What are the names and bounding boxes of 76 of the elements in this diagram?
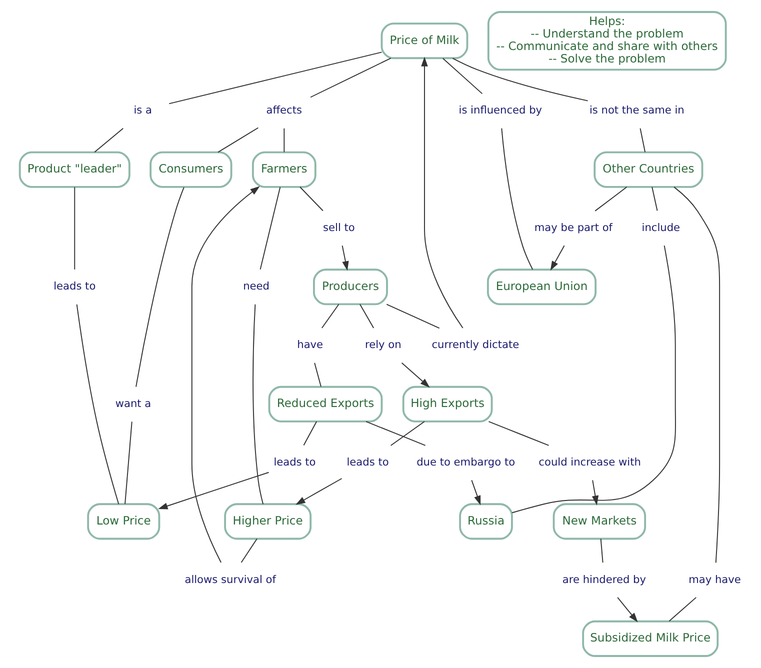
node-text: is a: [133, 104, 152, 117]
node-text: have: [296, 339, 323, 352]
node-text: affects: [266, 104, 302, 117]
node-box: European Union: [486, 268, 596, 306]
arrow: [616, 596, 638, 622]
connector: [442, 58, 482, 94]
connector: [94, 128, 124, 153]
connector: [365, 421, 426, 446]
node-text: leads to: [273, 456, 316, 468]
arrow: [591, 480, 598, 506]
node-text: is influenced by: [458, 104, 542, 117]
connector: [390, 421, 424, 446]
connector: [386, 304, 440, 329]
node-text: rely on: [364, 339, 401, 352]
connector: [594, 186, 627, 212]
node-text: is not the same in: [588, 104, 684, 117]
connector: [600, 538, 603, 564]
connector: [299, 186, 323, 212]
node-box: Low Price: [86, 503, 160, 540]
connector: [259, 186, 280, 270]
node-text: currently dictate: [431, 339, 519, 352]
node-text: allows survival of: [184, 574, 276, 586]
connector: [639, 128, 646, 153]
node-box: Reduced Exports: [268, 386, 382, 422]
connector: [310, 58, 391, 98]
connector: [314, 362, 321, 388]
arrow: [400, 362, 430, 388]
connector: [74, 186, 75, 270]
node-box: Consumers: [149, 151, 232, 188]
connector: [511, 245, 676, 514]
connector: [135, 186, 184, 388]
connector: [217, 127, 258, 153]
node-box: Subsidized Milk Price: [582, 620, 718, 657]
node-text: want a: [114, 398, 151, 410]
connector: [358, 304, 374, 328]
node-text: leads to: [53, 280, 96, 293]
node-text: may be part of: [534, 222, 612, 234]
connector: [500, 128, 533, 270]
arrow: [420, 56, 463, 328]
arrow: [470, 480, 480, 506]
node-text: leads to: [346, 456, 388, 468]
node-text: include: [641, 222, 680, 234]
node-box: Helps: -- Understand the problem -- Communicate and share with others -- Solve the problem: [486, 11, 726, 71]
node-box: New Markets: [552, 503, 646, 540]
node-box: High Exports: [402, 386, 492, 422]
connector: [668, 596, 696, 622]
node-text: need: [242, 280, 269, 293]
node-box: Other Countries: [593, 151, 703, 188]
connector: [452, 58, 588, 102]
node-box: Farmers: [251, 151, 316, 188]
arrow: [158, 472, 269, 510]
arrow: [295, 478, 342, 505]
node-text: could increase with: [538, 456, 640, 468]
connector: [252, 304, 264, 505]
connector: [240, 538, 257, 564]
connector: [76, 304, 119, 505]
node-text: sell to: [322, 222, 354, 234]
connector: [124, 421, 132, 504]
node-box: Producers: [312, 268, 388, 306]
arrow: [550, 245, 564, 271]
connector: [673, 186, 720, 564]
node-text: are hindered by: [562, 574, 646, 586]
connector: [651, 186, 658, 212]
arrow: [341, 245, 348, 271]
connector: [168, 52, 382, 104]
node-box: Price of Milk: [380, 22, 468, 60]
connector: [283, 128, 284, 153]
node-box: Product "leader": [18, 151, 130, 188]
node-box: Higher Price: [224, 503, 312, 540]
connector: [320, 304, 339, 328]
connector: [488, 421, 549, 446]
connector: [302, 421, 317, 446]
node-text: may have: [688, 574, 740, 586]
arrow: [190, 186, 260, 563]
node-text: due to embargo to: [416, 456, 515, 468]
node-box: Russia: [458, 503, 512, 540]
